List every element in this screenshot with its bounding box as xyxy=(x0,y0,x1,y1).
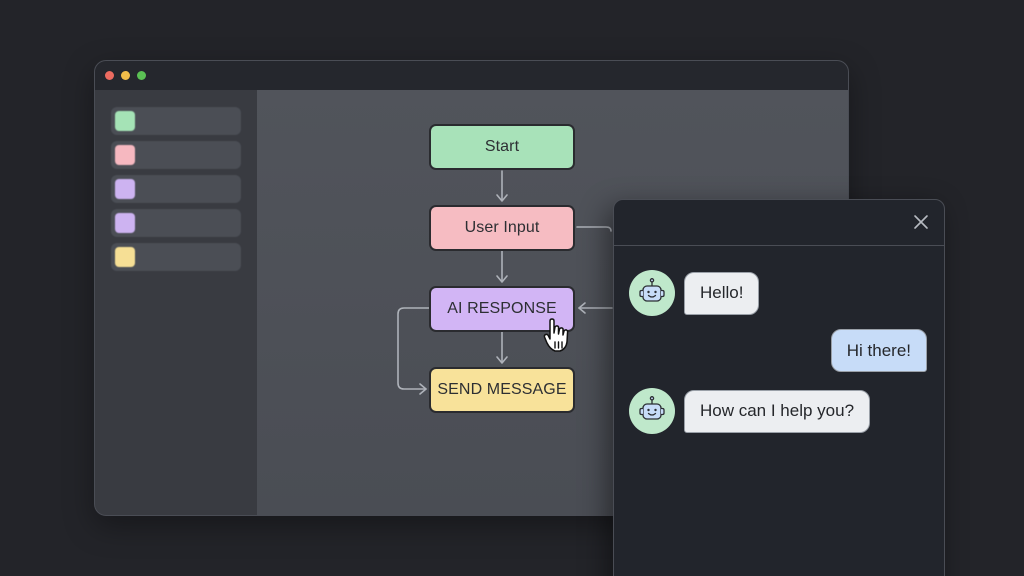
node-label: SEND MESSAGE xyxy=(437,381,567,398)
sidebar-item-5[interactable] xyxy=(111,243,241,271)
chat-header xyxy=(614,200,944,246)
node-label: User Input xyxy=(464,219,540,236)
close-window-button[interactable] xyxy=(105,71,114,80)
swatch-yellow-icon xyxy=(115,247,135,267)
message-bubble: How can I help you? xyxy=(684,389,871,433)
flow-node-user-input[interactable]: User Input xyxy=(429,205,575,251)
robot-icon xyxy=(639,396,665,420)
node-label: Start xyxy=(484,138,520,155)
minimize-window-button[interactable] xyxy=(121,71,130,80)
swatch-purple-icon xyxy=(115,179,135,199)
flow-node-start[interactable]: Start xyxy=(429,124,575,170)
bot-avatar xyxy=(629,270,675,316)
sidebar-item-3[interactable] xyxy=(111,175,241,203)
message-bubble: Hello! xyxy=(684,271,760,315)
maximize-window-button[interactable] xyxy=(137,71,146,80)
hand-pointer-cursor-icon xyxy=(543,318,569,352)
flow-node-send-message[interactable]: SEND MESSAGE xyxy=(429,367,575,413)
node-label: AI RESPONSE xyxy=(447,300,557,317)
chat-message-user: Hi there! xyxy=(830,329,927,372)
sidebar-item-4[interactable] xyxy=(111,209,241,237)
robot-icon xyxy=(639,278,665,302)
sidebar-item-1[interactable] xyxy=(111,107,241,135)
message-bubble: Hi there! xyxy=(830,329,927,372)
close-icon[interactable] xyxy=(912,213,930,231)
title-bar xyxy=(95,61,848,90)
sidebar xyxy=(95,90,257,515)
chat-message-bot: Hello! xyxy=(629,270,760,316)
bot-avatar xyxy=(629,388,675,434)
swatch-green-icon xyxy=(115,111,135,131)
swatch-pink-icon xyxy=(115,145,135,165)
chat-message-bot: How can I help you? xyxy=(629,388,871,434)
sidebar-item-2[interactable] xyxy=(111,141,241,169)
chat-window: Hello! Hi there! How can I help you? xyxy=(613,199,945,576)
swatch-purple-icon xyxy=(115,213,135,233)
